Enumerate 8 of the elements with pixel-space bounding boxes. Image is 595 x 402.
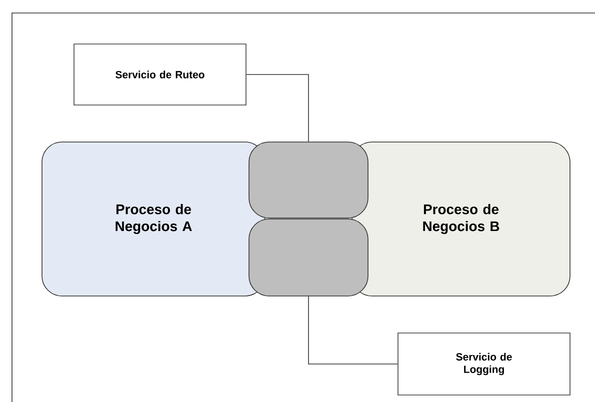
- service-box: Servicio de Ruteo: [74, 44, 246, 106]
- connector-line: [308, 296, 398, 364]
- connector-block: [248, 142, 368, 218]
- connector-line: [246, 74, 309, 142]
- connector-block: [248, 218, 368, 296]
- process-box: Proceso de Negocios A: [42, 142, 266, 296]
- process-box: Proceso de Negocios B: [352, 142, 570, 296]
- service-box: Servicio de Logging: [398, 332, 570, 396]
